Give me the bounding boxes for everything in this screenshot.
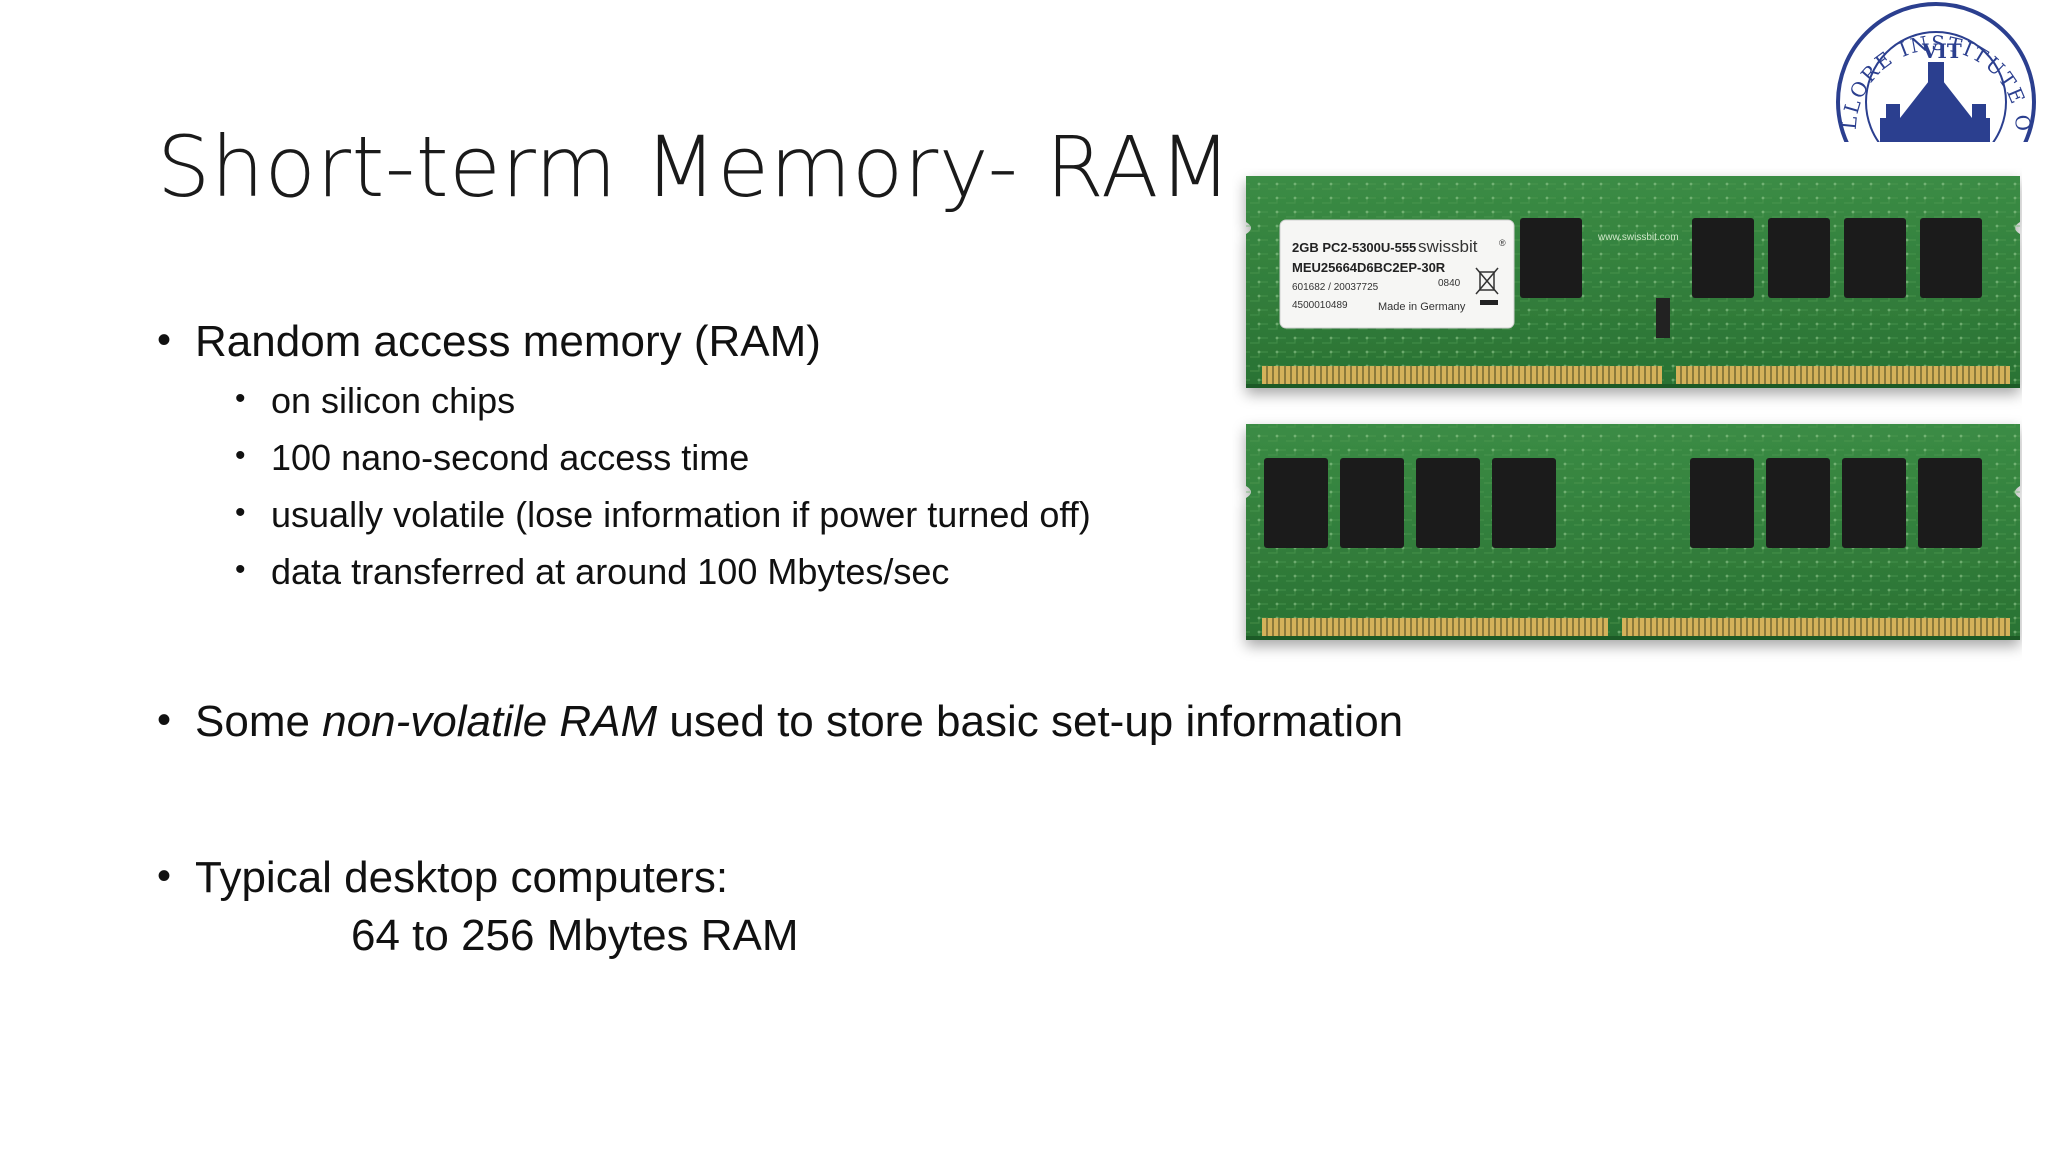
logo-center-text: VIT bbox=[1921, 39, 1962, 63]
sub-bullet: data transferred at around 100 Mbytes/se… bbox=[235, 541, 1607, 600]
bullet-nonvolatile-post: used to store basic set-up information bbox=[657, 697, 1404, 746]
swissbit-url: www.swissbit.com bbox=[1597, 232, 1679, 243]
bullet-desktop-text: Typical desktop computers: bbox=[195, 853, 729, 902]
bullet-ram-text: Random access memory (RAM) bbox=[195, 317, 821, 366]
bullet-nonvolatile-pre: Some bbox=[195, 697, 323, 746]
sticker-brand-mark: ® bbox=[1499, 238, 1506, 248]
ram-modules-svg: 2GB PC2-5300U-555 swissbit ® MEU25664D6B… bbox=[1246, 176, 2020, 640]
ram-chips-back bbox=[1264, 458, 1982, 548]
ram-modules-image: 2GB PC2-5300U-555 swissbit ® MEU25664D6B… bbox=[1232, 168, 2022, 662]
sticker-code: 0840 bbox=[1438, 278, 1461, 289]
bullet-nonvolatile: Some non-volatile RAM used to store basi… bbox=[157, 690, 1607, 752]
sticker-line3: 601682 / 20037725 bbox=[1292, 282, 1379, 293]
bullet-desktop-continuation: 64 to 256 Mbytes RAM bbox=[351, 911, 799, 960]
temple-icon bbox=[1880, 62, 1990, 142]
bullet-nonvolatile-italic: non-volatile RAM bbox=[322, 697, 658, 746]
vit-logo: LLORE INSTITUTE OF TECHNOLOG VIT bbox=[1820, 0, 2048, 142]
sticker-line4: 4500010489 bbox=[1292, 300, 1348, 311]
bullet-list: Random access memory (RAM) on silicon ch… bbox=[157, 310, 1607, 964]
recycle-bin-icon bbox=[1475, 267, 1499, 295]
sub-bullet: 100 nano-second access time bbox=[235, 427, 1607, 486]
sub-bullet-text: 100 nano-second access time bbox=[271, 437, 750, 478]
sticker-line1: 2GB PC2-5300U-555 bbox=[1292, 240, 1416, 255]
bullet-desktop: Typical desktop computers: bbox=[157, 846, 1607, 908]
sticker-made: Made in Germany bbox=[1378, 301, 1466, 313]
ram-chips-front bbox=[1520, 218, 1982, 338]
sub-bullet-text: on silicon chips bbox=[271, 380, 516, 421]
sub-bullet: usually volatile (lose information if po… bbox=[235, 484, 1607, 543]
sub-bullet-text: data transferred at around 100 Mbytes/se… bbox=[271, 551, 950, 592]
sticker-brand: swissbit bbox=[1418, 237, 1478, 256]
ram-sticker: 2GB PC2-5300U-555 swissbit ® MEU25664D6B… bbox=[1279, 219, 1515, 329]
slide-title: Short-term Memory- RAM bbox=[157, 118, 1232, 216]
sub-bullet-text: usually volatile (lose information if po… bbox=[271, 494, 1091, 535]
sub-bullet: on silicon chips bbox=[235, 370, 1607, 429]
bullet-ram: Random access memory (RAM) bbox=[157, 310, 1607, 372]
sticker-line2: MEU25664D6BC2EP-30R bbox=[1292, 260, 1446, 275]
vit-seal-svg: LLORE INSTITUTE OF TECHNOLOG VIT bbox=[1820, 0, 2036, 142]
